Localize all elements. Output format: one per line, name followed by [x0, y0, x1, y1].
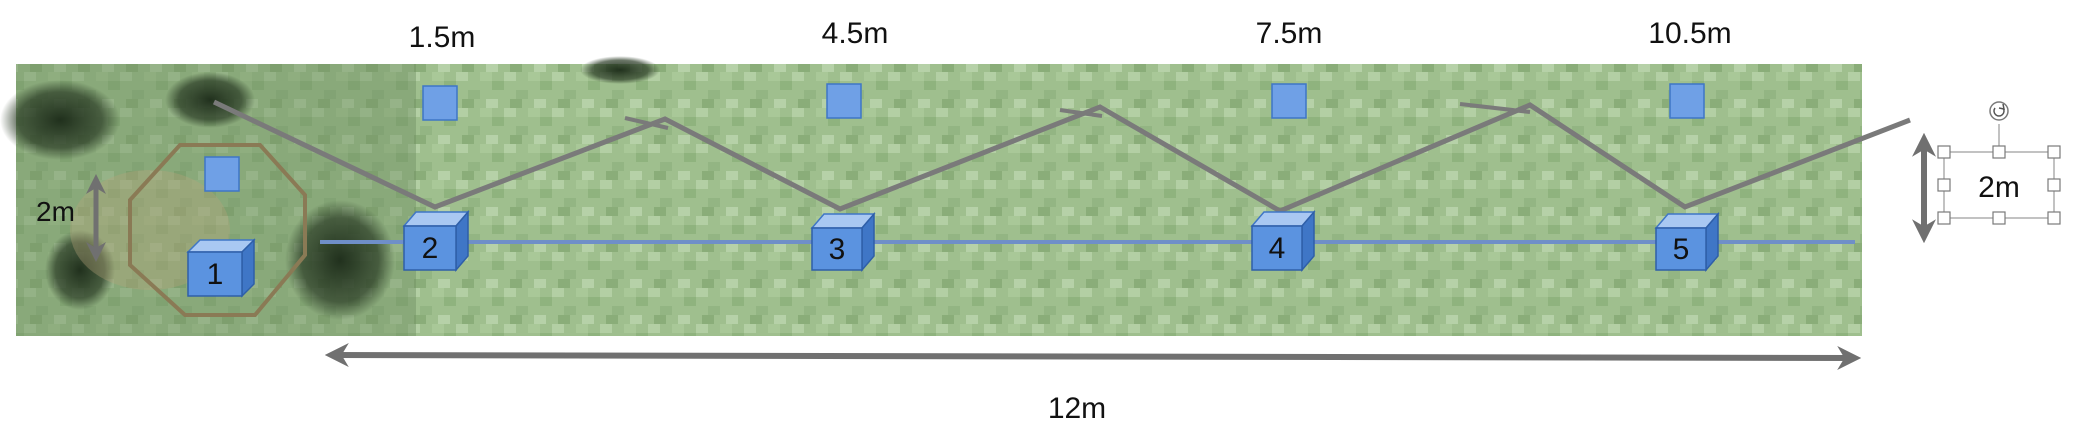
zigzag-tick	[1459, 102, 1531, 114]
resize-handle[interactable]	[2047, 178, 2061, 192]
left-height-label: 2m	[36, 196, 75, 227]
marker-square	[1669, 83, 1705, 119]
zigzag-tick	[1059, 108, 1103, 118]
resize-handle[interactable]	[1937, 178, 1951, 192]
marker-square	[826, 83, 862, 119]
aerial-photo	[0, 56, 1862, 336]
resize-handle[interactable]	[1937, 145, 1951, 159]
distance-label: 4.5m	[822, 17, 889, 50]
zigzag-path	[212, 99, 1911, 214]
cube-number: 2	[422, 232, 439, 265]
cube-3: 3	[810, 211, 876, 273]
cube-number: 5	[1673, 233, 1690, 266]
zigzag-tick	[624, 116, 669, 130]
distance-label: 7.5m	[1256, 17, 1323, 50]
cube-4: 4	[1250, 209, 1316, 273]
cube-number: 4	[1269, 232, 1286, 265]
distance-label: 10.5m	[1648, 17, 1731, 50]
cube-number: 3	[829, 233, 846, 266]
length-arrow	[324, 343, 1862, 370]
rotate-handle-icon[interactable]	[1989, 101, 2009, 121]
marker-square	[422, 85, 458, 121]
resize-handle[interactable]	[2047, 211, 2061, 225]
resize-handle[interactable]	[2047, 145, 2061, 159]
marker-square	[1271, 83, 1307, 119]
distance-label: 1.5m	[409, 21, 476, 54]
marker-square	[204, 156, 240, 192]
octagon-outline	[128, 143, 307, 317]
length-label: 12m	[1048, 392, 1106, 425]
cube-1: 1	[186, 238, 256, 298]
cube-2: 2	[402, 209, 470, 273]
selected-text-box[interactable]: 2m	[1937, 101, 2061, 225]
resize-handle[interactable]	[1937, 211, 1951, 225]
resize-handle[interactable]	[1992, 145, 2006, 159]
right-height-label[interactable]: 2m	[1978, 171, 2020, 204]
cube-number: 1	[207, 258, 224, 291]
resize-handle[interactable]	[1992, 211, 2006, 225]
cube-5: 5	[1654, 211, 1720, 273]
